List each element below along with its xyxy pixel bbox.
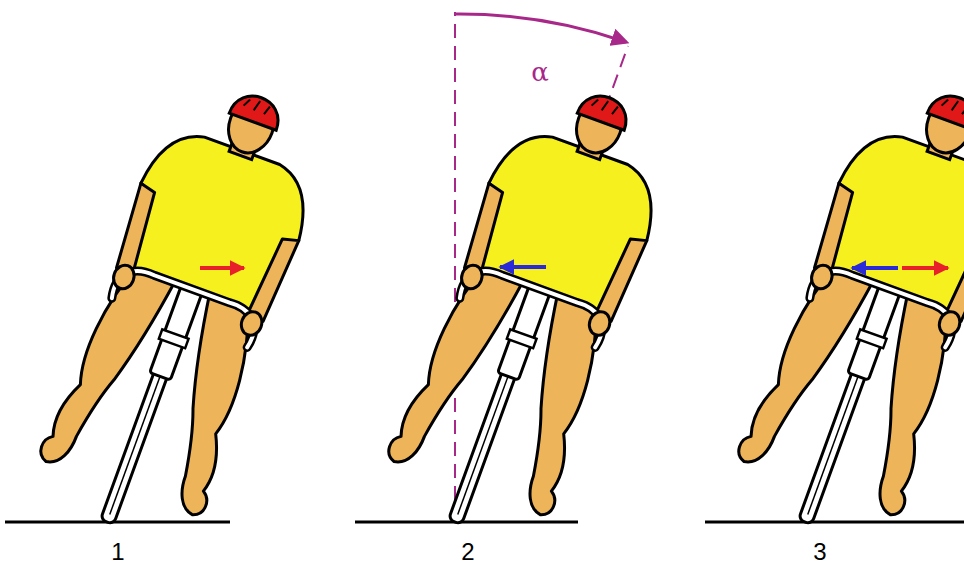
force-arrow: [852, 266, 898, 270]
vertical-reference: [454, 12, 456, 522]
ground-line: [705, 521, 964, 524]
cyclist-figure: [723, 68, 964, 552]
panel-number: 1: [111, 540, 124, 564]
panel-number: 3: [813, 540, 826, 564]
force-arrow: [500, 265, 546, 269]
ground-line: [5, 521, 230, 524]
cyclist-figure: [25, 68, 343, 552]
angle-symbol: α: [531, 59, 549, 85]
panel-number: 2: [461, 540, 474, 564]
force-arrow: [902, 266, 948, 270]
angle-arc: [455, 14, 626, 42]
ground-line: [355, 521, 578, 524]
force-arrow: [200, 266, 244, 270]
cyclist-figure: [373, 68, 691, 552]
